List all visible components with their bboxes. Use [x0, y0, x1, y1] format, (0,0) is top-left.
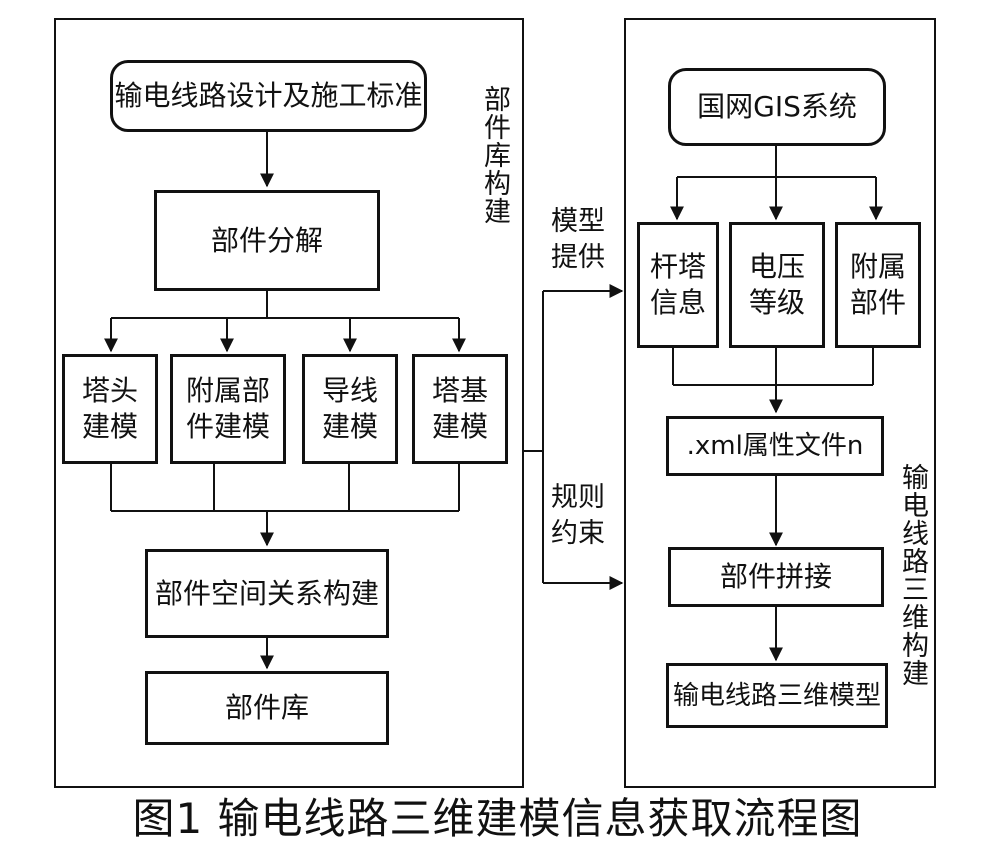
node-xml-attribute-file: .xml属性文件n [666, 416, 884, 476]
right-panel-label: 输电线路三维构建 [897, 463, 928, 687]
node-design-standard: 输电线路设计及施工标准 [110, 60, 427, 132]
right-panel-frame [624, 18, 936, 788]
label-model-provide: 模型 提供 [551, 206, 605, 273]
node-foundation-modeling: 塔基 建模 [412, 354, 508, 464]
node-conductor-modeling: 导线 建模 [302, 354, 398, 464]
node-tower-info: 杆塔 信息 [637, 222, 719, 348]
node-3d-model: 输电线路三维模型 [666, 663, 888, 728]
node-attached-component: 附属 部件 [835, 222, 921, 348]
left-panel-frame [54, 18, 524, 788]
node-voltage-level: 电压 等级 [729, 222, 825, 348]
label-rule-constraint: 规则 约束 [551, 482, 605, 549]
node-component-decompose: 部件分解 [154, 190, 380, 291]
node-tower-head-modeling: 塔头 建模 [62, 354, 158, 464]
node-spatial-relation: 部件空间关系构建 [145, 549, 389, 638]
node-accessory-modeling: 附属部 件建模 [170, 354, 286, 464]
node-component-assemble: 部件拼接 [668, 547, 884, 607]
node-component-library: 部件库 [145, 671, 389, 745]
node-gis-system: 国网GIS系统 [668, 68, 886, 146]
left-panel-label: 部件库构建 [479, 85, 510, 225]
figure-caption: 图1 输电线路三维建模信息获取流程图 [132, 793, 863, 843]
